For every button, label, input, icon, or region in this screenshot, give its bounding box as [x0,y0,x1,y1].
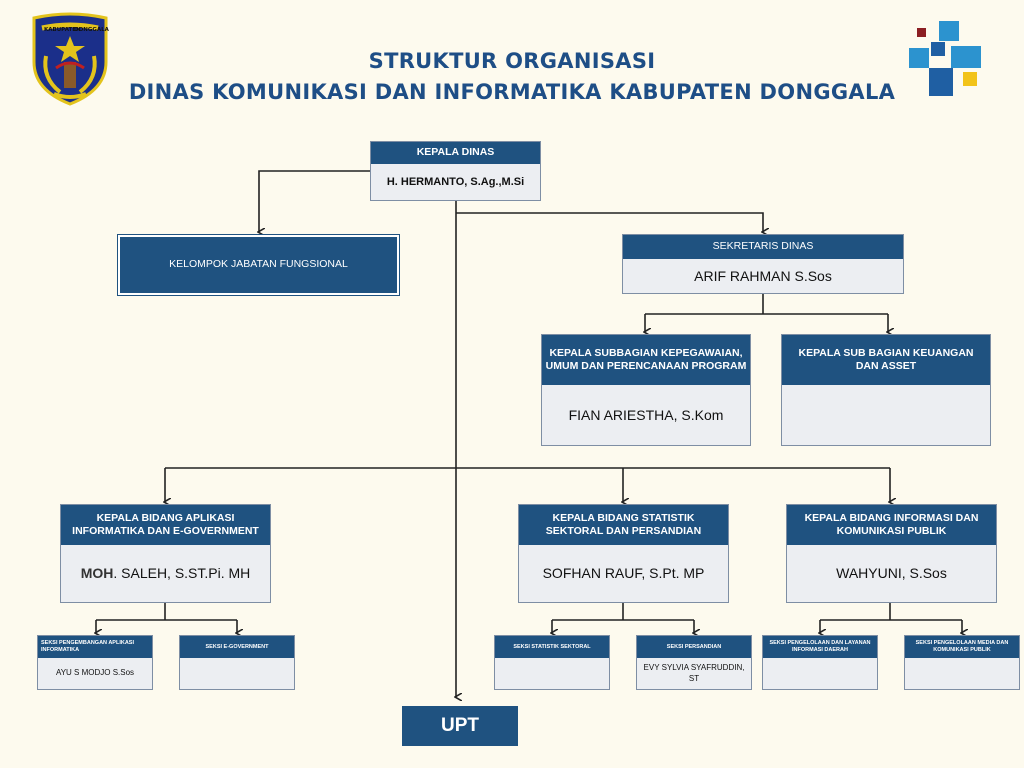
node-name: EVY SYLVIA SYAFRUDDIN, ST [643,663,745,683]
node-name [905,658,1019,689]
node-title: SEKSI PENGELOLAAN MEDIA DAN KOMUNIKASI P… [905,636,1019,658]
node-name: . SALEH, S.ST.Pi. MH [113,565,251,582]
regency-emblem-icon: KABUPATEN DONGGALA [30,12,110,111]
page-subtitle: DINAS KOMUNIKASI DAN INFORMATIKA KABUPAT… [128,80,896,104]
node-title: SEKSI PENGEMBANGAN APLIKASI INFORMATIKA [38,636,152,658]
node-title: SEKRETARIS DINAS [623,235,903,259]
node-title: UPT [403,707,517,745]
node-title: KEPALA BIDANG APLIKASI INFORMATIKA DAN E… [61,505,270,545]
node-title: SEKSI PENGELOLAAN DAN LAYANAN INFORMASI … [763,636,877,658]
line-to-fungsional [259,170,370,232]
node-title: KEPALA BIDANG INFORMASI DAN KOMUNIKASI P… [787,505,996,545]
node-name [763,658,877,689]
node-title: SEKSI PERSANDIAN [637,636,751,658]
kominfo-logo-icon [905,18,989,105]
node-name [180,658,294,689]
node-title: KEPALA SUB BAGIAN KEUANGAN DAN ASSET [782,335,990,385]
node-seksi-pengembangan: SEKSI PENGEMBANGAN APLIKASI INFORMATIKA … [37,635,153,690]
node-seksi-layanan: SEKSI PENGELOLAAN DAN LAYANAN INFORMASI … [762,635,878,690]
node-title: KEPALA DINAS [371,142,540,164]
logo-left-text-right: DONGGALA [74,27,110,33]
node-seksi-statistik: SEKSI STATISTIK SEKTORAL [494,635,610,690]
node-name: H. HERMANTO, S.Ag.,M.Si [386,175,525,188]
node-title: KEPALA SUBBAGIAN KEPEGAWAIAN, UMUM DAN P… [542,335,750,385]
node-bidang-informasi: KEPALA BIDANG INFORMASI DAN KOMUNIKASI P… [786,504,997,603]
node-name [782,385,990,445]
node-seksi-persandian: SEKSI PERSANDIAN EVY SYLVIA SYAFRUDDIN, … [636,635,752,690]
node-seksi-egov: SEKSI E-GOVERNMENT [179,635,295,690]
node-sekretaris: SEKRETARIS DINAS ARIF RAHMAN S.Sos [622,234,904,294]
page-title: STRUKTUR ORGANISASI [368,49,656,73]
node-name-prefix: MOH [80,565,114,582]
node-seksi-media: SEKSI PENGELOLAAN MEDIA DAN KOMUNIKASI P… [904,635,1020,690]
node-bidang-aplikasi: KEPALA BIDANG APLIKASI INFORMATIKA DAN E… [60,504,271,603]
logo-left-text-left: KABUPATEN [44,27,81,33]
node-name: AYU S MODJO S.Sos [55,668,135,678]
node-subbag-kepegawaian: KEPALA SUBBAGIAN KEPEGAWAIAN, UMUM DAN P… [541,334,751,446]
node-subbag-keuangan: KEPALA SUB BAGIAN KEUANGAN DAN ASSET [781,334,991,446]
node-upt: UPT [402,706,518,746]
node-title: SEKSI E-GOVERNMENT [180,636,294,658]
node-title: SEKSI STATISTIK SEKTORAL [495,636,609,658]
node-name: SOFHAN RAUF, S.Pt. MP [542,565,705,582]
node-name: ARIF RAHMAN S.Sos [694,267,832,284]
node-bidang-statistik: KEPALA BIDANG STATISTIK SEKTORAL DAN PER… [518,504,729,603]
node-kepala-dinas: KEPALA DINAS H. HERMANTO, S.Ag.,M.Si [370,141,541,201]
node-name-wrap: MOH. SALEH, S.ST.Pi. MH [61,545,270,602]
node-title: KEPALA BIDANG STATISTIK SEKTORAL DAN PER… [519,505,728,545]
node-name: WAHYUNI, S.Sos [836,565,947,582]
node-fungsional: KELOMPOK JABATAN FUNGSIONAL [117,234,400,296]
node-name: FIAN ARIESTHA, S.Kom [568,406,724,423]
node-name [495,658,609,689]
line-to-sekretaris [456,212,763,232]
node-title: KELOMPOK JABATAN FUNGSIONAL [120,237,397,293]
